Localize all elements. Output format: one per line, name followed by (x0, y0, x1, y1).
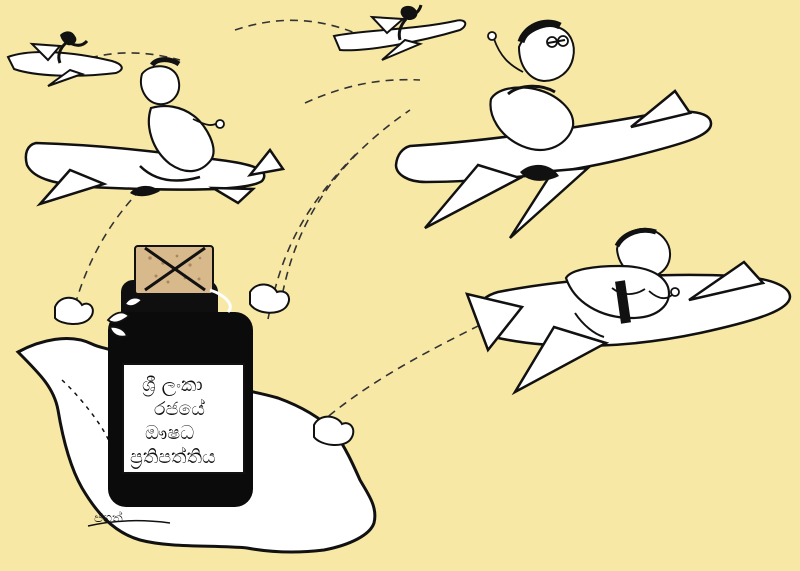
artist-signature: ජගත් (87, 510, 171, 527)
flight-arc-6 (89, 52, 181, 61)
flight-paths (74, 19, 491, 426)
puff-2 (249, 283, 290, 314)
small-plane-top-left (6, 31, 123, 87)
bottle-label-line-3: ඖෂධ (145, 422, 194, 444)
puff-1 (54, 296, 94, 325)
flight-arc-4 (317, 319, 491, 426)
leaf-sprig (106, 296, 144, 338)
plane-right-top-doctor (394, 19, 713, 239)
signature-text: ජගත් (94, 510, 123, 526)
flight-arc-2 (267, 149, 361, 320)
cork-cross-line-2 (144, 246, 206, 292)
medicine-bottle: ශ්‍රී ලංකා රජයේ ඖෂධ ප්‍රතිපත්තිය (108, 245, 253, 507)
bottle-label-line-2: රජයේ (154, 398, 205, 420)
plane-right-bottom-doctor (465, 227, 792, 396)
puff-clouds (54, 283, 355, 446)
bottle-label-line-4: ප්‍රතිපත්තිය (130, 446, 216, 469)
bottle-highlight (209, 288, 232, 314)
flight-arc-1 (74, 184, 146, 306)
flight-arc-3 (279, 109, 411, 308)
puff-3 (313, 415, 355, 446)
small-plane-top-center (332, 4, 467, 61)
bottle-label (122, 363, 245, 474)
flight-arc-7 (304, 78, 421, 104)
flight-arc-5 (234, 19, 361, 36)
plane-left-doctor (24, 57, 286, 207)
bottle-label-line-1: ශ්‍රී ලංකා (142, 374, 203, 396)
